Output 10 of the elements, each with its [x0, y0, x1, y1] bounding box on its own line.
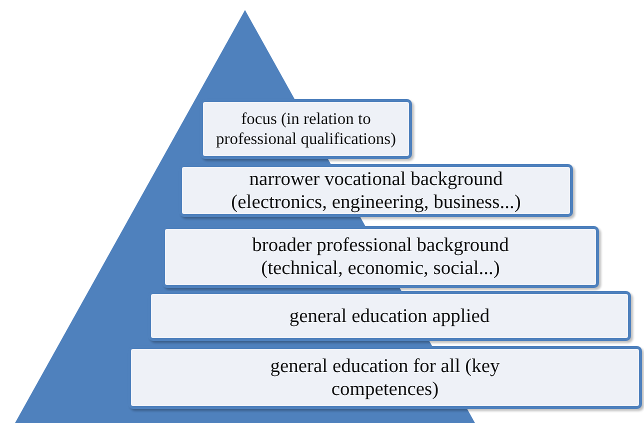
level-box	[128, 346, 642, 409]
level-text: narrower vocational background (electronics, engineering, business...)	[230, 168, 522, 214]
level-box	[179, 164, 573, 217]
level-box	[148, 291, 631, 341]
level-box	[200, 99, 412, 159]
level-text: broader professional background (technical, economic, social...)	[251, 234, 510, 280]
level-box	[162, 226, 599, 288]
level-text: general education for all (key competences)	[270, 354, 500, 400]
level-text: focus (in relation to professional qualifications)	[214, 109, 398, 149]
level-text: general education applied	[289, 304, 490, 328]
